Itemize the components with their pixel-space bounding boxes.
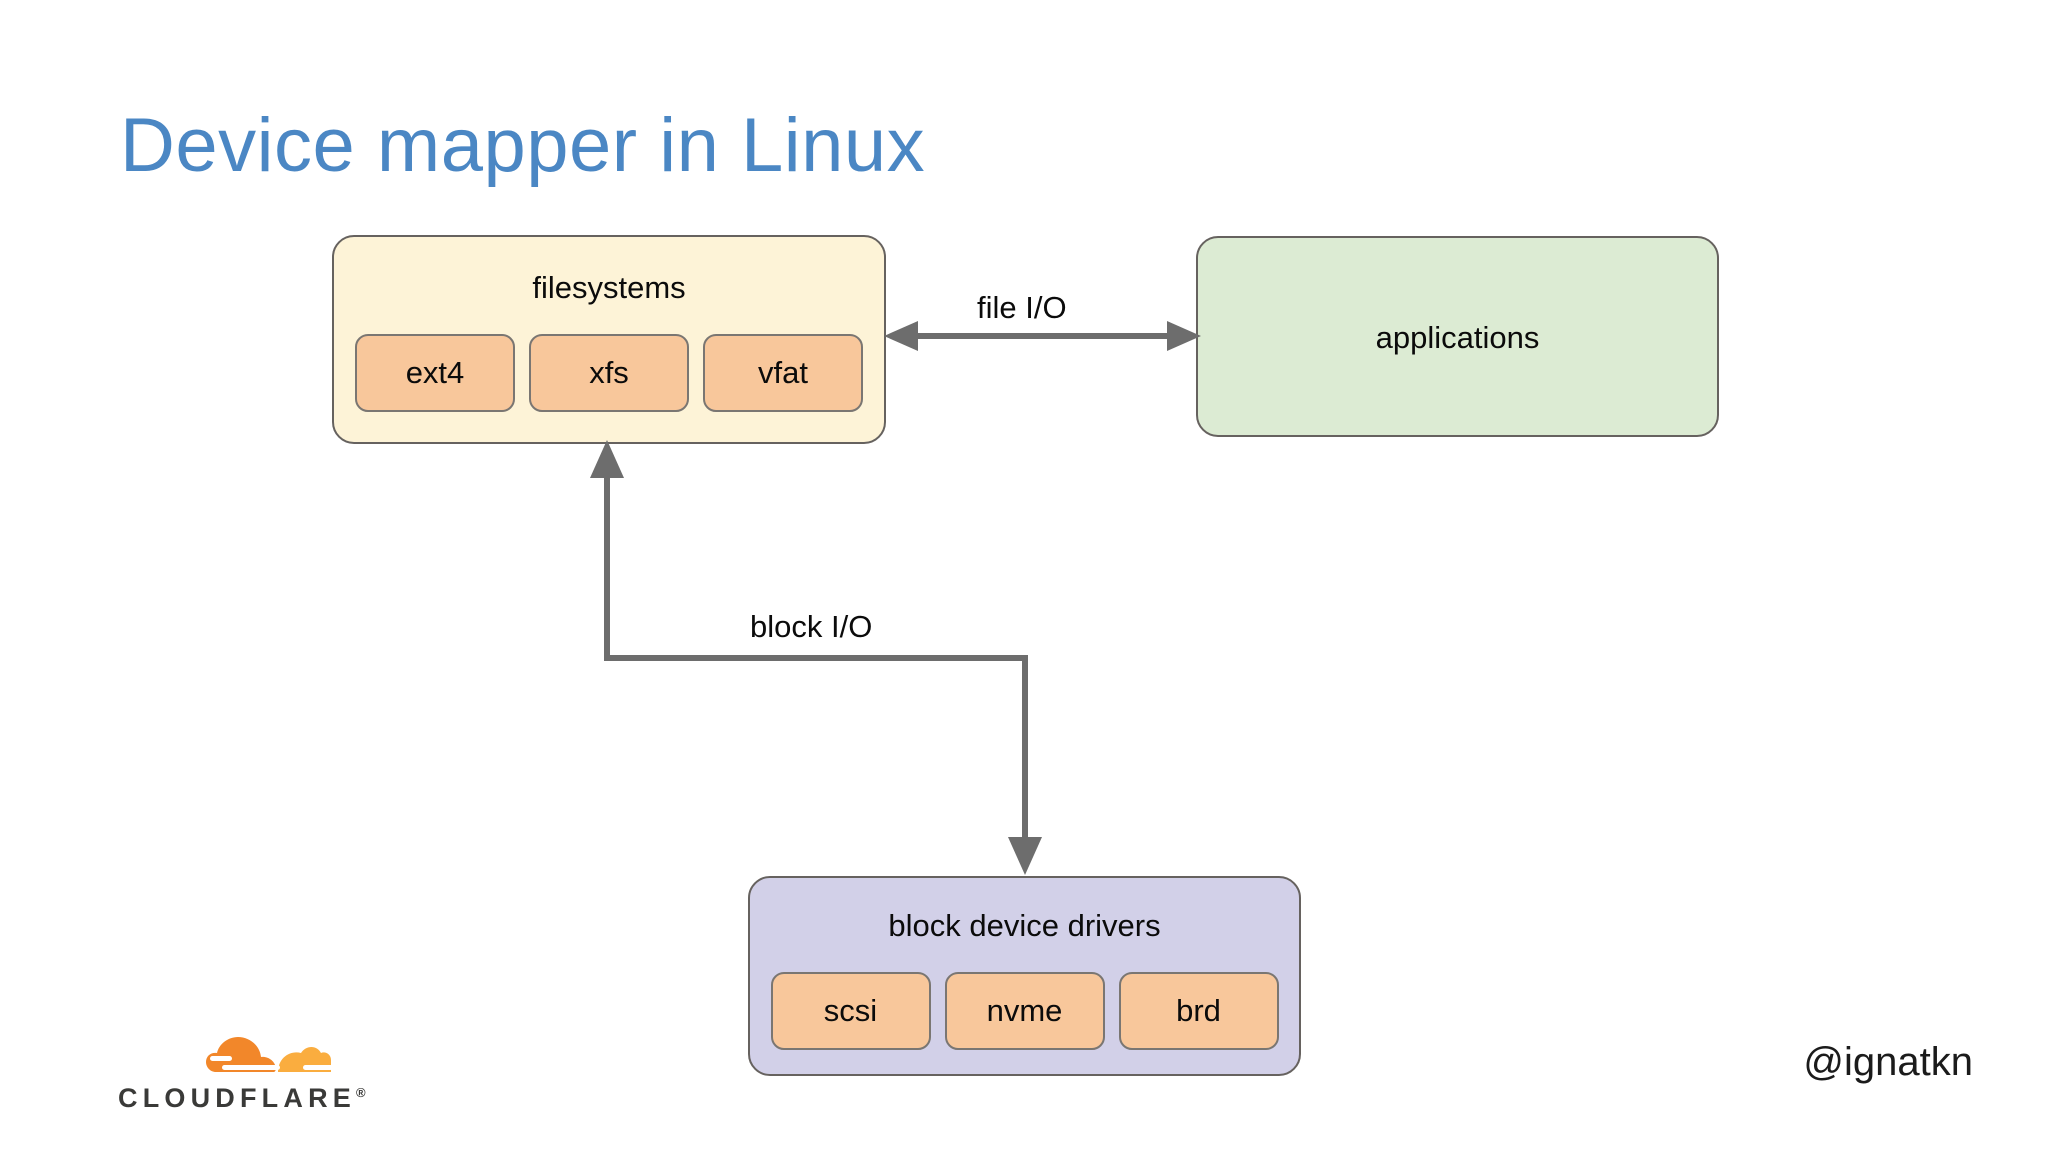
diagram-node-applications[interactable]: applications [1196,236,1719,437]
cloudflare-wordmark: CLOUDFLARE® [118,1083,366,1114]
cloudflare-cloud-icon [206,1037,333,1072]
registered-mark-icon: ® [355,1085,366,1100]
node-title-applications: applications [1375,320,1540,355]
chip-nvme[interactable]: nvme [944,972,1105,1050]
edge-label-file-io: file I/O [977,290,1067,325]
chip-row-filesystems: ext4 xfs vfat [334,334,884,412]
page-title: Device mapper in Linux [120,103,926,188]
diagram-node-filesystems[interactable]: filesystems ext4 xfs vfat [332,235,886,444]
chip-ext4[interactable]: ext4 [355,334,515,412]
node-title-filesystems: filesystems [532,270,686,305]
node-title-block-device-drivers: block device drivers [888,908,1161,943]
cloudflare-logo: CLOUDFLARE® [118,1032,366,1116]
chip-scsi[interactable]: scsi [770,972,931,1050]
edge-block-io-arrow [590,440,1042,875]
chip-row-block-drivers: scsi nvme brd [750,972,1299,1050]
edge-label-block-io: block I/O [750,609,873,644]
diagram-node-block-device-drivers[interactable]: block device drivers scsi nvme brd [748,876,1301,1076]
cloudflare-wordmark-text: CLOUDFLARE [118,1083,356,1113]
author-handle: @ignatkn [1803,1040,1973,1084]
chip-xfs[interactable]: xfs [529,334,689,412]
chip-vfat[interactable]: vfat [703,334,863,412]
chip-brd[interactable]: brd [1118,972,1279,1050]
